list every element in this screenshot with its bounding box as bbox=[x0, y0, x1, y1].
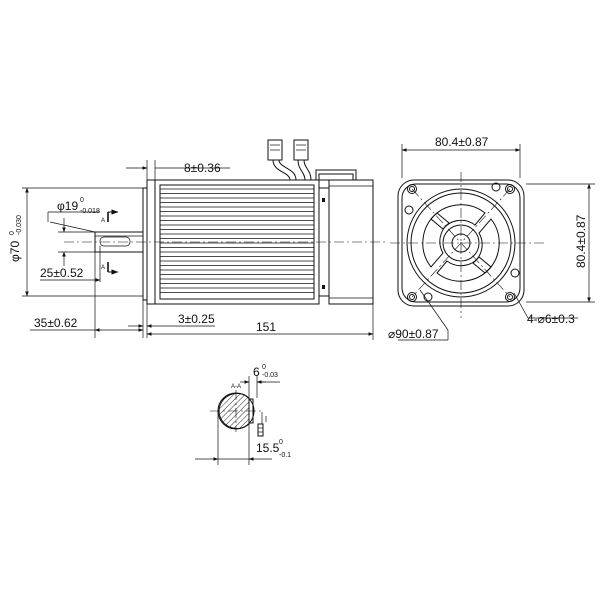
key-height-tol-lower: -0.1 bbox=[279, 452, 291, 459]
motor-body bbox=[154, 179, 320, 305]
dim-holes: 4-⌀6±0.3 bbox=[513, 292, 578, 326]
section-label-a-top: A bbox=[101, 218, 105, 224]
front-height-label: 80.4±0.87 bbox=[574, 214, 588, 268]
section-title: A-A bbox=[231, 384, 241, 390]
section-view: A-A 6 0 -0.03 bbox=[195, 364, 291, 465]
dim-shaft-length: 35±0.62 bbox=[30, 252, 144, 338]
dim-front-width: 80.4±0.87 bbox=[401, 135, 521, 178]
shaft-diameter-tol-upper: 0 bbox=[80, 197, 84, 204]
front-view: 80.4±0.87 80.4±0.87 ⌀90±0.87 4-⌀6±0.3 bbox=[388, 135, 595, 341]
dim-shaft-diameter: φ19 0 -0.018 bbox=[47, 197, 100, 266]
shaft-diameter-tol-lower: -0.018 bbox=[80, 208, 100, 215]
pilot-diameter-tol-lower: -0.030 bbox=[16, 215, 23, 235]
section-marker-bottom: A bbox=[101, 262, 119, 275]
dim-front-height: 80.4±0.87 bbox=[526, 183, 595, 303]
cable-connector bbox=[267, 139, 357, 181]
key-width-tol-lower: -0.03 bbox=[262, 372, 278, 379]
pilot-diameter-tol-upper: 0 bbox=[9, 231, 16, 235]
bolt-circle-label: ⌀90±0.87 bbox=[388, 327, 439, 341]
dim-key-height: 15.5 0 -0.1 bbox=[195, 411, 291, 465]
flange-thickness-label: 8±0.36 bbox=[184, 161, 221, 175]
shaft-length-label: 35±0.62 bbox=[34, 316, 78, 330]
holes-label: 4-⌀6±0.3 bbox=[527, 312, 575, 326]
dim-key-length: 25±0.52 bbox=[40, 246, 101, 282]
side-view: A A 8±0.36 φ70 0 -0.030 bbox=[8, 139, 386, 340]
pilot-diameter-label: φ70 bbox=[8, 241, 22, 262]
key-detail bbox=[257, 412, 267, 437]
key-width-tol-upper: 0 bbox=[262, 364, 266, 371]
bolt-holes bbox=[404, 182, 520, 302]
dim-flange-thickness: 8±0.36 bbox=[126, 160, 230, 180]
key-height-label: 15.5 bbox=[256, 441, 280, 455]
motor-rear-cover bbox=[318, 179, 374, 305]
section-marker-top: A bbox=[101, 209, 119, 224]
key-height-tol-upper: 0 bbox=[279, 439, 283, 446]
front-outer-circle bbox=[406, 188, 516, 298]
front-pilot-circle bbox=[442, 224, 480, 262]
shaft-diameter-label: φ19 bbox=[57, 199, 78, 213]
dim-bolt-circle: ⌀90±0.87 bbox=[388, 289, 449, 341]
body-length-label: 151 bbox=[256, 320, 276, 334]
key-length-label: 25±0.52 bbox=[40, 266, 84, 280]
front-width-label: 80.4±0.87 bbox=[435, 135, 489, 149]
pilot-step-label: 3±0.25 bbox=[178, 312, 215, 326]
dim-pilot-step: 3±0.25 bbox=[128, 304, 215, 338]
dim-pilot-diameter: φ70 0 -0.030 bbox=[8, 187, 143, 297]
dim-key-width: 6 0 -0.03 bbox=[240, 364, 280, 398]
key-width-label: 6 bbox=[253, 365, 260, 379]
dim-body-length: 151 bbox=[146, 304, 374, 340]
section-label-a-bottom: A bbox=[101, 265, 105, 271]
